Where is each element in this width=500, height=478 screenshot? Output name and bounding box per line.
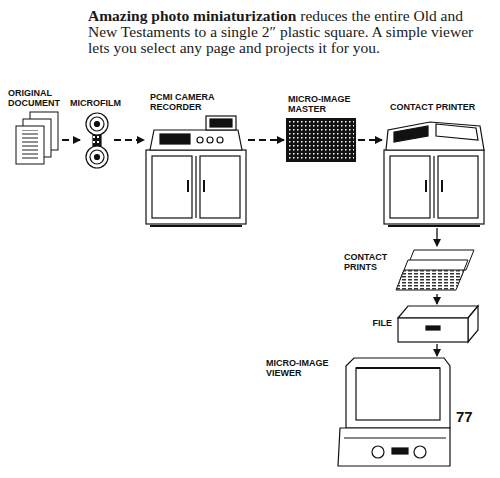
label-box: CONTACT PRINTS (344, 252, 392, 272)
viewer-node: MICRO-IMAGE VIEWER (338, 358, 450, 466)
microfilm-reels (86, 113, 108, 168)
flow-arrow (436, 344, 437, 356)
printer-node: CONTACT PRINTER (384, 116, 484, 226)
flow-arrow (248, 139, 284, 141)
label-box: ORIGINAL DOCUMENT (8, 88, 68, 108)
page-number: 77 (456, 408, 473, 425)
node-label: MICRO-IMAGE MASTER (288, 94, 351, 114)
file-box (398, 306, 478, 342)
node-label: FILE (373, 318, 393, 328)
prints-node: CONTACT PRINTS (398, 248, 474, 292)
document-node: ORIGINAL DOCUMENT (16, 112, 60, 166)
contact-printer (384, 122, 484, 226)
flow-arrow (436, 228, 437, 246)
camera-recorder (146, 116, 246, 226)
viewer-machine (338, 358, 450, 466)
file-node: FILE (398, 306, 478, 342)
label-box: MICRO-IMAGE VIEWER (266, 358, 332, 378)
node-label: CONTACT PRINTER (390, 102, 475, 112)
node-label: PCMI CAMERA RECORDER (150, 92, 214, 112)
flow-arrow (436, 294, 437, 304)
master-node: MICRO-IMAGE MASTER (286, 118, 356, 162)
camera-node: PCMI CAMERA RECORDER (146, 116, 246, 226)
flow-arrow (358, 139, 382, 141)
node-label: CONTACT PRINTS (344, 252, 387, 272)
node-label: MICRO-IMAGE VIEWER (266, 358, 329, 378)
micro-image-master (286, 118, 356, 162)
label-box: MICROFILM (70, 98, 121, 108)
node-label: ORIGINAL DOCUMENT (8, 88, 60, 108)
contact-prints (396, 250, 474, 290)
title-text: Amazing photo miniaturization (88, 7, 296, 24)
label-box: CONTACT PRINTER (390, 102, 475, 112)
document-icon (16, 112, 58, 164)
node-label: MICROFILM (70, 98, 121, 108)
microfilm-node: MICROFILM (82, 112, 112, 168)
label-box: FILE (373, 318, 393, 328)
label-box: PCMI CAMERA RECORDER (150, 92, 250, 112)
flow-arrow (114, 139, 144, 141)
flow-arrow (62, 139, 80, 141)
intro-paragraph: Amazing photo miniaturization reduces th… (88, 8, 480, 56)
label-box: MICRO-IMAGE MASTER (288, 94, 354, 114)
